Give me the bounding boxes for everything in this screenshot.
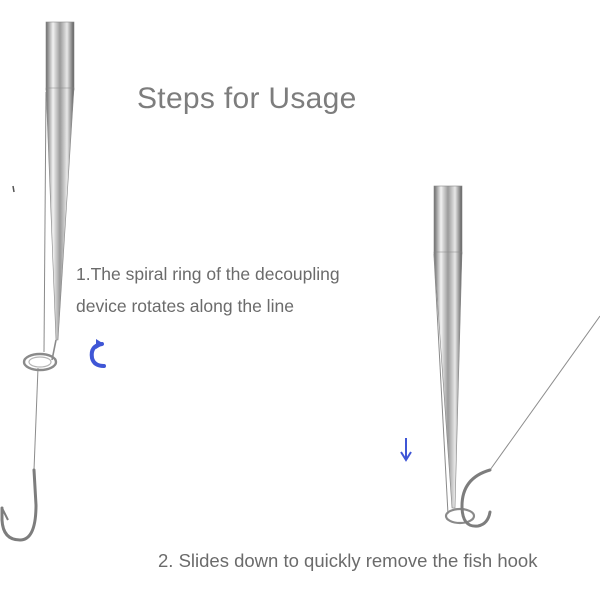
left-decoupling-tool <box>22 21 75 372</box>
left-fishing-line <box>33 367 39 471</box>
rotate-arrow-icon <box>89 339 106 368</box>
right-decoupling-tool <box>433 185 476 525</box>
step-1-line-1: 1.The spiral ring of the decoupling <box>76 264 340 284</box>
down-arrow-icon <box>400 438 412 462</box>
step-1-line-2: device rotates along the line <box>76 296 294 316</box>
page-title: Steps for Usage <box>137 82 357 115</box>
left-fish-hook <box>0 468 38 542</box>
right-fish-hook <box>460 468 492 528</box>
step-2-caption: 2. Slides down to quickly remove the fis… <box>158 550 538 571</box>
right-fishing-line <box>489 315 600 471</box>
step-1-caption: 1.The spiral ring of the decoupling devi… <box>76 258 406 322</box>
